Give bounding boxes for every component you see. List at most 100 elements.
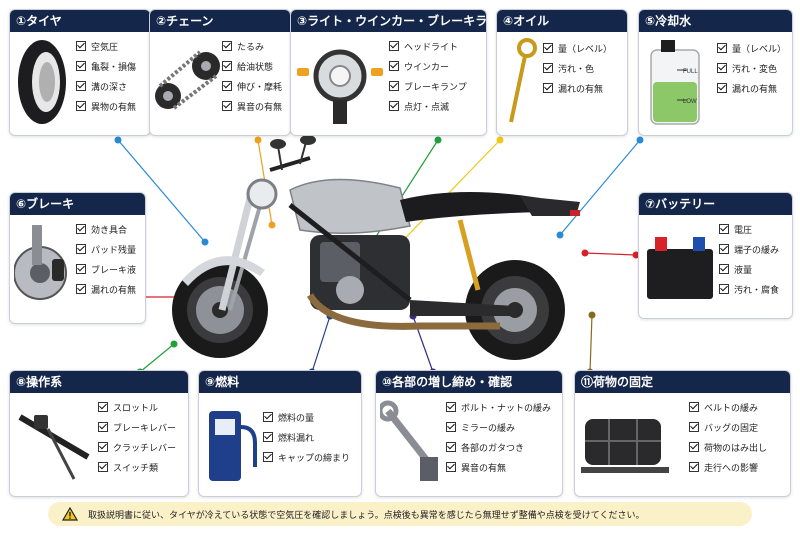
checklist-item-label: パッド残量 <box>91 245 137 256</box>
checklist-item: スロットル <box>98 397 176 417</box>
checklist-item: ボルト・ナットの緩み <box>446 397 551 417</box>
checklist-item-label: 液量 <box>734 265 753 276</box>
checklist-item: 量（レベル） <box>717 38 786 58</box>
checklist-item-label: 汚れ・色 <box>558 64 595 75</box>
checklist-coolant: 量（レベル）汚れ・変色漏れの有無 <box>717 38 786 98</box>
checklist-item-label: 走行への影響 <box>704 463 759 474</box>
checkmark-icon <box>543 63 553 73</box>
checklist-item: 燃料の量 <box>263 407 350 427</box>
checklist-item: 燃料漏れ <box>263 427 350 447</box>
connector-dot <box>632 251 640 259</box>
coolant-tank-icon: FULL LOW <box>650 40 700 125</box>
checklist-item: 量（レベル） <box>543 38 612 58</box>
fuel-pump-icon <box>209 411 257 481</box>
dipstick-icon <box>509 38 537 123</box>
checkmark-icon <box>98 402 108 412</box>
checkmark-icon <box>689 402 699 412</box>
checklist-item-label: 漏れの有無 <box>91 285 137 296</box>
card-title-fuel: ⑨燃料 <box>199 371 361 393</box>
connector-dot <box>636 136 644 144</box>
checklist-item-label: 量（レベル） <box>558 44 613 55</box>
checklist-item-label: 漏れの有無 <box>732 84 778 95</box>
card-tightening: ⑩各部の増し締め・確認 ボルト・ナットの緩みミラーの緩み各部のガタつき異音の有無 <box>375 370 563 497</box>
checklist-lights: ヘッドライトウインカーブレーキランプ点灯・点滅 <box>389 36 467 116</box>
checkmark-icon <box>446 422 456 432</box>
checklist-item: スイッチ類 <box>98 457 176 477</box>
checkmark-icon <box>222 101 232 111</box>
chain-icon <box>155 50 220 110</box>
checkmark-icon <box>719 284 729 294</box>
card-coolant: ⑤冷却水 FULL LOW 量（レベル）汚れ・変色漏れの有無 <box>638 9 793 136</box>
checklist-item: 汚れ・変色 <box>717 58 786 78</box>
checkmark-icon <box>222 41 232 51</box>
checklist-item-label: クラッチレバー <box>113 443 177 454</box>
checklist-item: 亀裂・損傷 <box>76 56 136 76</box>
checkmark-icon <box>263 432 273 442</box>
safety-note-text: 取扱説明書に従い、タイヤが冷えている状態で空気圧を確認しましょう。点検後も異常を… <box>88 510 645 521</box>
checklist-item: ミラーの緩み <box>446 417 551 437</box>
checklist-item-label: 漏れの有無 <box>558 84 604 95</box>
motorcycle-illustration <box>172 135 580 360</box>
checkmark-icon <box>717 83 727 93</box>
checklist-controls: スロットルブレーキレバークラッチレバースイッチ類 <box>98 397 176 477</box>
card-title-brake: ⑥ブレーキ <box>10 193 145 215</box>
checklist-item: バッグの固定 <box>689 417 767 437</box>
card-chain: ②チェーン たるみ給油状態伸び・摩耗異音の有無 <box>149 9 291 136</box>
checklist-item-label: ミラーの緩み <box>461 423 516 434</box>
checklist-item: たるみ <box>222 36 282 56</box>
checkmark-icon <box>543 83 553 93</box>
connector-line-battery <box>584 252 637 256</box>
card-tire: ①タイヤ 空気圧亀裂・損傷溝の深さ異物の有無 <box>9 9 151 136</box>
checklist-item: 汚れ・腐食 <box>719 279 779 299</box>
connector-dot <box>268 221 276 229</box>
checkmark-icon <box>76 81 86 91</box>
checklist-item-label: ブレーキランプ <box>404 82 467 93</box>
tank-label-low: LOW <box>683 99 697 105</box>
warning-icon <box>62 507 78 521</box>
card-title-chain: ②チェーン <box>150 10 290 32</box>
checkmark-icon <box>222 61 232 71</box>
brake-disc-icon <box>14 225 67 300</box>
checklist-item-label: 効き具合 <box>91 225 128 236</box>
safety-note-bar: 取扱説明書に従い、タイヤが冷えている状態で空気圧を確認しましょう。点検後も異常を… <box>48 502 752 526</box>
checkmark-icon <box>389 101 399 111</box>
checkmark-icon <box>98 422 108 432</box>
checklist-item-label: 荷物のはみ出し <box>704 443 768 454</box>
checkmark-icon <box>389 81 399 91</box>
card-luggage: ⑪荷物の固定 ベルトの緩みバッグの固定荷物のはみ出し走行への影響 <box>574 370 791 497</box>
card-title-coolant: ⑤冷却水 <box>639 10 792 32</box>
card-title-controls: ⑧操作系 <box>10 371 188 393</box>
checklist-item-label: ブレーキ液 <box>91 265 137 276</box>
checklist-item: 異音の有無 <box>446 457 551 477</box>
checklist-item: 点灯・点滅 <box>389 96 467 116</box>
checkmark-icon <box>222 81 232 91</box>
checklist-item: キャップの締まり <box>263 447 350 467</box>
battery-icon <box>647 237 713 299</box>
checklist-item: 伸び・摩耗 <box>222 76 282 96</box>
checkmark-icon <box>719 224 729 234</box>
connector-dot <box>254 136 262 144</box>
checklist-item-label: バッグの固定 <box>704 423 759 434</box>
card-title-tire: ①タイヤ <box>10 10 150 32</box>
connector-dot <box>588 311 596 319</box>
checklist-item-label: 端子の緩み <box>734 245 780 256</box>
connector-dot <box>434 136 442 144</box>
checklist-item: 液量 <box>719 259 779 279</box>
card-title-lights: ③ライト・ウインカー・ブレーキランプ <box>291 10 486 32</box>
checklist-item: 漏れの有無 <box>717 78 786 98</box>
checkmark-icon <box>76 284 86 294</box>
checklist-luggage: ベルトの緩みバッグの固定荷物のはみ出し走行への影響 <box>689 397 767 477</box>
checklist-item-label: 点灯・点滅 <box>404 102 450 113</box>
checklist-item-label: 給油状態 <box>237 62 274 73</box>
checkmark-icon <box>446 462 456 472</box>
card-title-tightening: ⑩各部の増し締め・確認 <box>376 371 562 393</box>
checkmark-icon <box>543 43 553 53</box>
checkmark-icon <box>76 41 86 51</box>
card-title-luggage: ⑪荷物の固定 <box>575 371 790 393</box>
checklist-item: 各部のガタつき <box>446 437 551 457</box>
tank-label-full: FULL <box>683 69 698 75</box>
checklist-fuel: 燃料の量燃料漏れキャップの締まり <box>263 407 350 467</box>
checklist-item: パッド残量 <box>76 239 136 259</box>
checkmark-icon <box>446 402 456 412</box>
card-controls: ⑧操作系 スロットルブレーキレバークラッチレバースイッチ類 <box>9 370 189 497</box>
